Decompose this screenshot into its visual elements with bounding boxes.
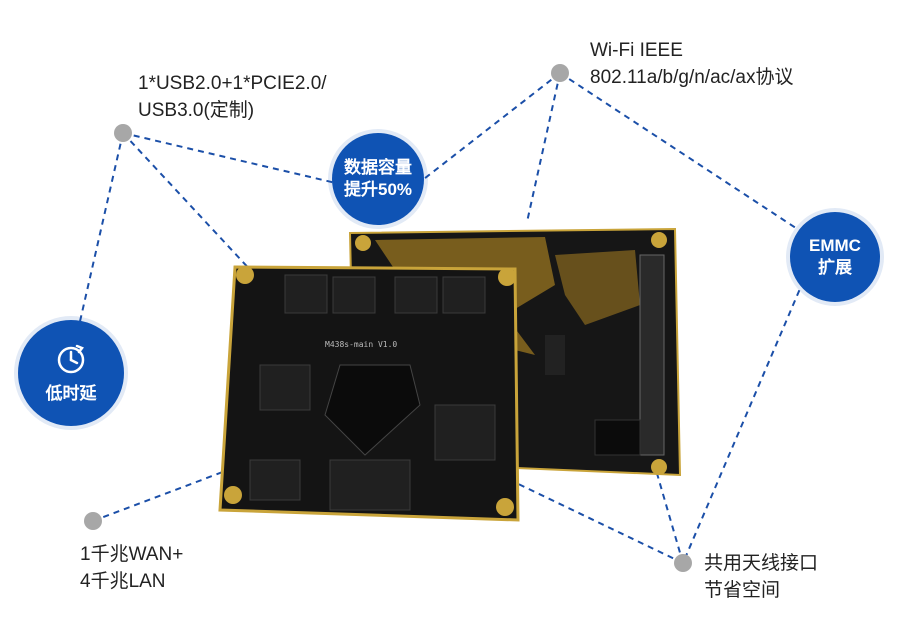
capacity-badge: 数据容量 提升50%	[332, 133, 424, 225]
wan-label: 1千兆WAN+ 4千兆LAN	[80, 544, 184, 592]
antenna-label: 共用天线接口 节省空间	[704, 553, 819, 601]
wifi-node	[551, 64, 569, 82]
board-silk: M438s-main V1.0	[325, 340, 397, 349]
emmc-badge: EMMC 扩展	[790, 212, 880, 302]
antenna-node	[674, 554, 692, 572]
stopwatch-icon	[57, 344, 85, 374]
module-board: M438s-main V1.0	[215, 255, 525, 540]
wifi-label: Wi-Fi IEEE 802.11a/b/g/n/ac/ax协议	[590, 40, 794, 88]
wan-node	[84, 512, 102, 530]
latency-badge: 低时延	[18, 320, 124, 426]
usb-node	[114, 124, 132, 142]
usb-label: 1*USB2.0+1*PCIE2.0/ USB3.0(定制)	[138, 73, 327, 121]
